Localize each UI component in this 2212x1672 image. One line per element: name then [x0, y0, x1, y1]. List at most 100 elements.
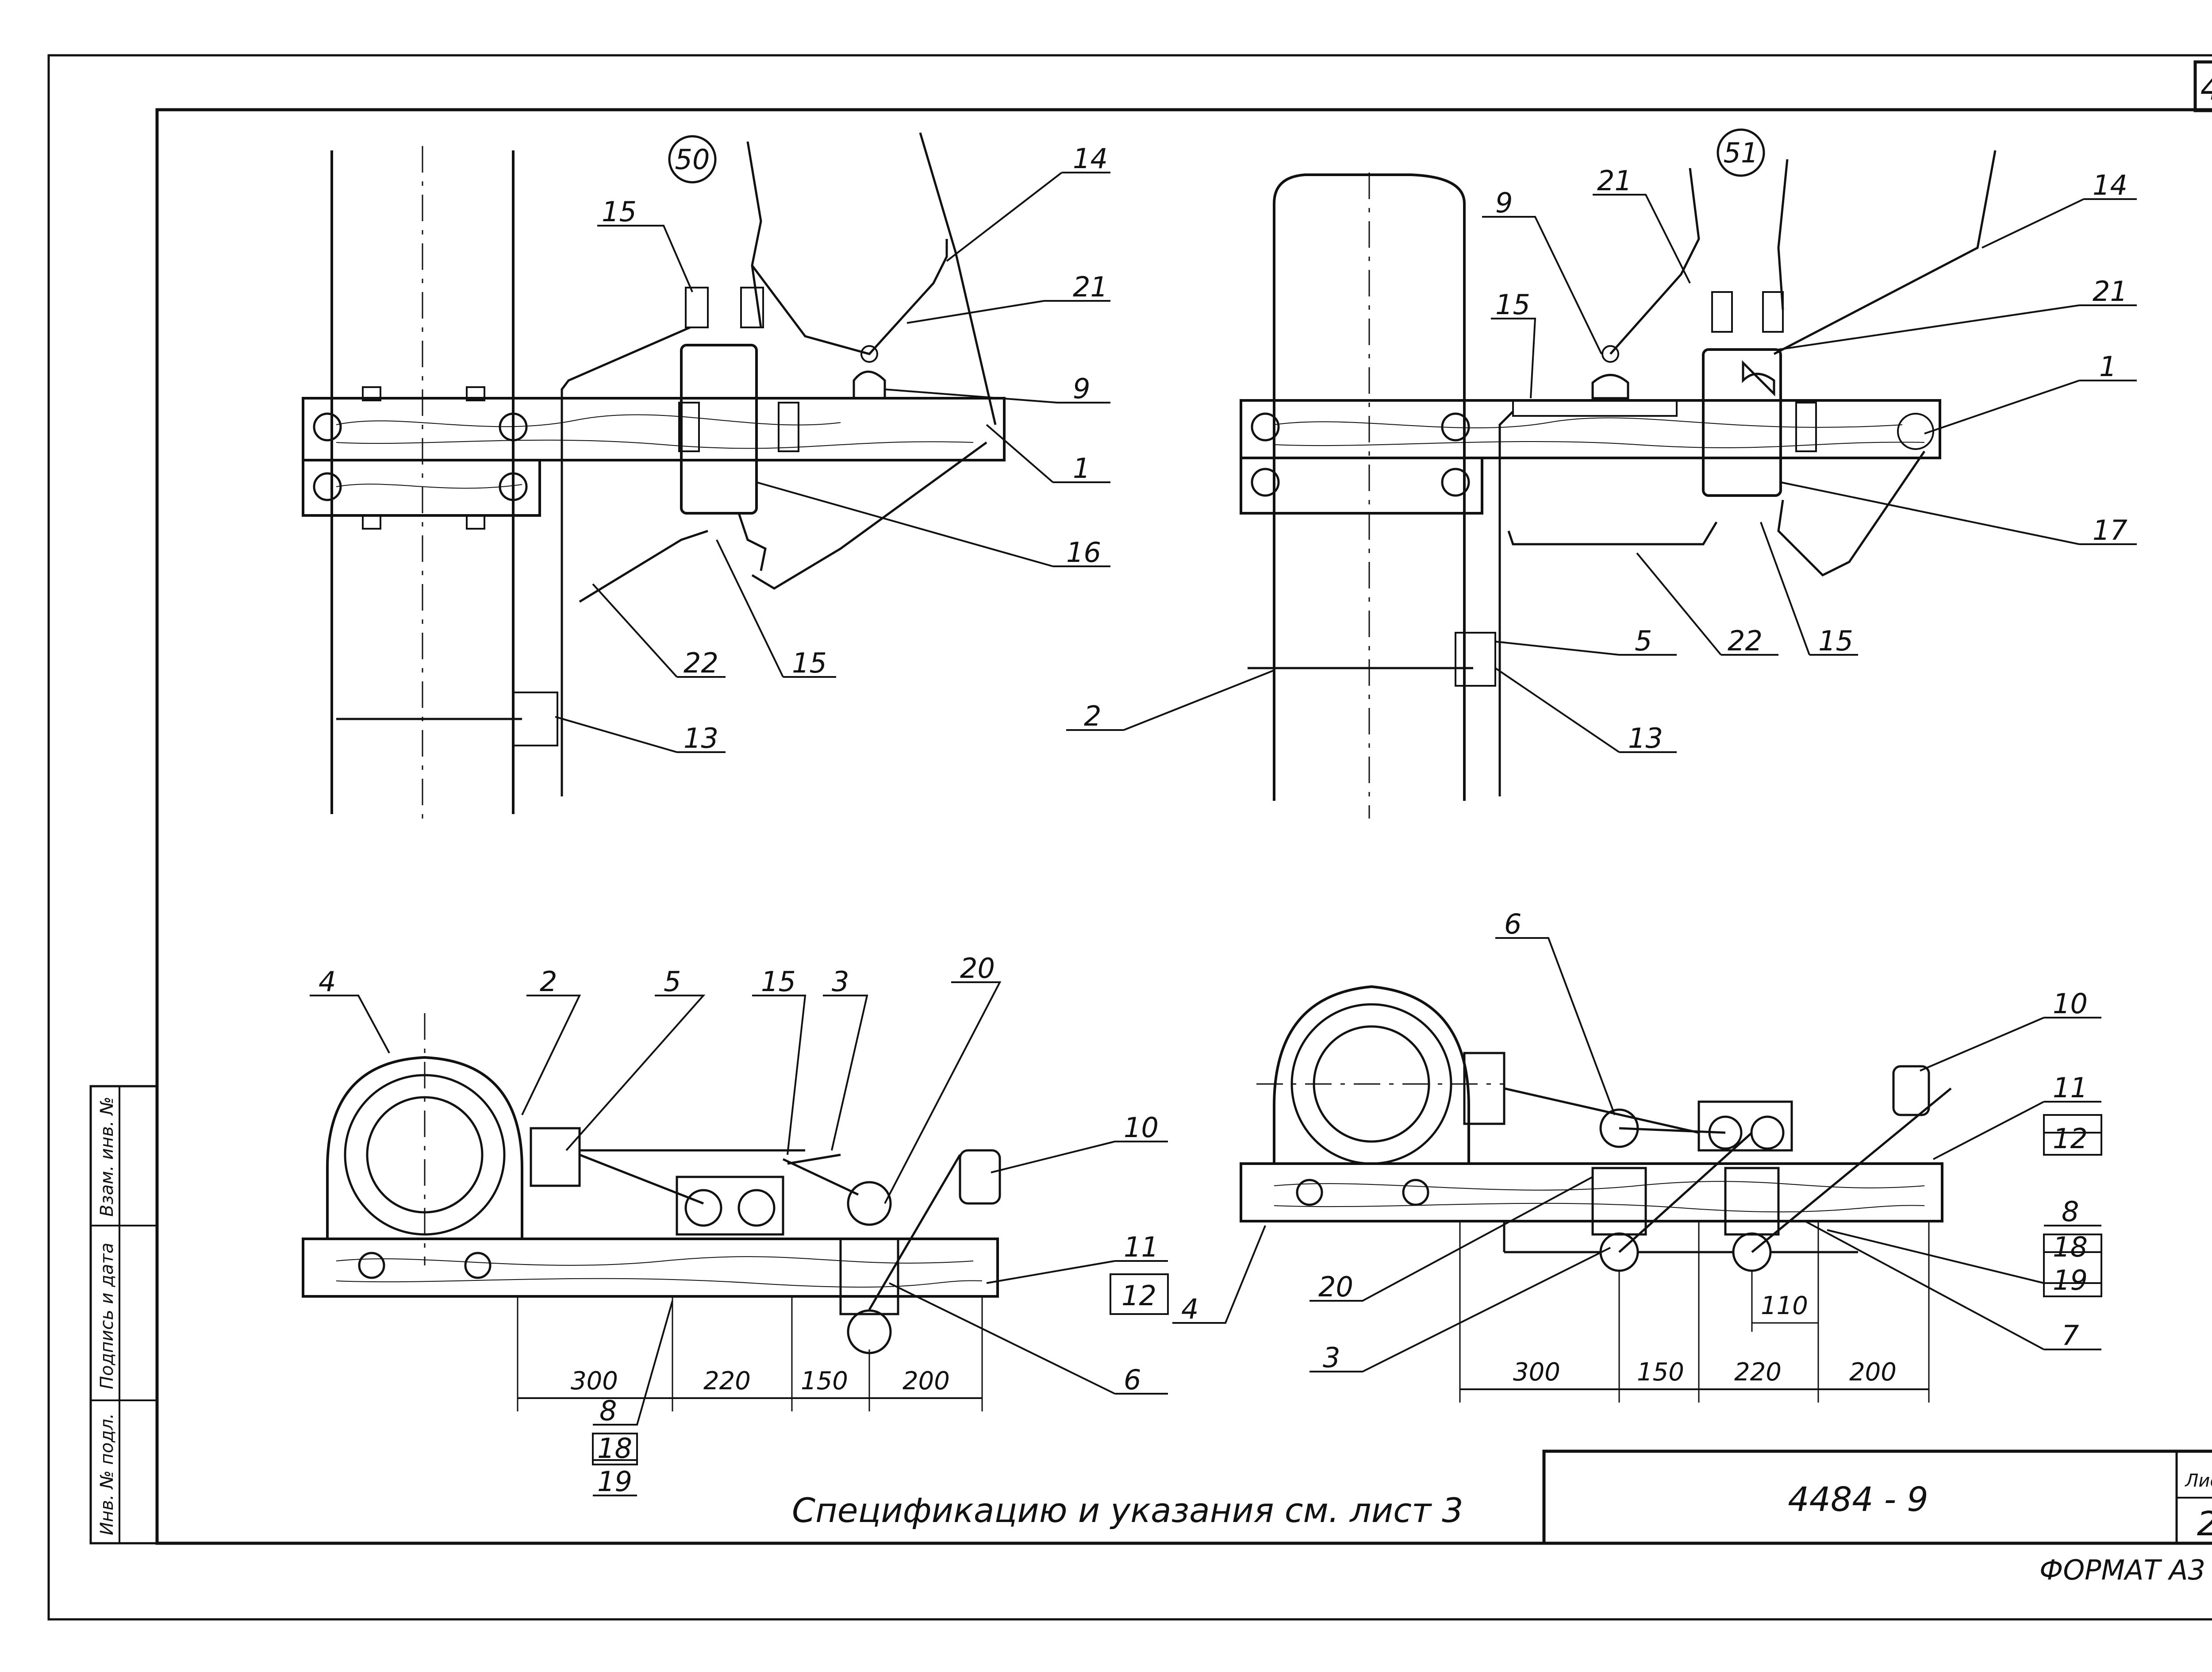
view-bottom-left: 300 220 150 200 4 2 5 15 3 20 10 11 12 6…: [302, 952, 1169, 1498]
bracket-br-5: [1463, 1052, 1505, 1125]
callout-br-12: 12: [2053, 1122, 2088, 1155]
inner-frame: [155, 108, 2212, 1545]
side-stamp-strip: Инв. № подл. Подпись и дата Взам. инв. №: [89, 1085, 158, 1545]
callouts-top-right: 9 21 15 14 21 1 17 5 22 15 2 13: [1066, 165, 2137, 754]
dim-bl-220: 220: [703, 1367, 751, 1395]
crossarm-wood-right: [1240, 399, 1941, 515]
bottom-note: Спецификацию и указания см. лист 3: [792, 1491, 1463, 1530]
view-51-circle: [1717, 128, 1765, 177]
callout-br-6: 6: [1504, 908, 1521, 940]
stamp-podpis-data: Подпись и дата: [97, 1243, 117, 1389]
title-block: 4484 - 9 Лист 2: [1542, 1449, 2212, 1545]
callout-tr-21b: 21: [2093, 275, 2128, 307]
bracket-bl-5: [530, 1127, 581, 1187]
callout-tl-9: 9: [1073, 373, 1090, 405]
callout-tl-13: 13: [684, 722, 718, 754]
crossarm-br-grain: [1274, 1181, 1925, 1213]
callout-tr-21a: 21: [1597, 165, 1632, 197]
view-top-left: 50 15 14 21 9 1 16 22 15 13: [302, 132, 1110, 823]
callout-tl-21: 21: [1073, 271, 1108, 303]
callout-tl-15a: 15: [602, 196, 637, 228]
callouts-bottom-right: 6 10 11 12 8 18 19 4 20 3 7: [1172, 908, 2102, 1374]
fuse-bl-1: [684, 1189, 722, 1227]
sheet-label: Лист: [2184, 1471, 2212, 1491]
callout-bl-3: 3: [832, 965, 849, 998]
crossarm-wood-left: [302, 386, 1006, 530]
callout-tl-1: 1: [1073, 452, 1090, 484]
callout-br-20: 20: [1318, 1271, 1353, 1303]
crossarm-bl: [302, 1238, 999, 1298]
callout-tr-1: 1: [2099, 350, 2116, 383]
dim-br-220: 220: [1734, 1358, 1782, 1387]
box-br: [1697, 1100, 1793, 1152]
callouts-bottom-left: 4 2 5 15 3 20 10 11 12 6 8 18 19: [310, 952, 1169, 1498]
bolt-bl-2: [464, 1252, 492, 1279]
format-note: ФОРМАТ А3: [2039, 1554, 2205, 1586]
bolt-br-2: [1402, 1179, 1429, 1206]
pole-section-right: [1256, 985, 1504, 1165]
view-51-label: 51: [1724, 137, 1759, 169]
rods-br: [1503, 1087, 1952, 1253]
callout-tr-15a: 15: [1495, 288, 1530, 321]
dim-bl-300: 300: [571, 1367, 618, 1395]
dim-br-300: 300: [1513, 1358, 1560, 1387]
dim-br-150: 150: [1637, 1358, 1684, 1387]
callout-tl-14: 14: [1073, 142, 1108, 175]
dim-br-110: 110: [1761, 1291, 1808, 1320]
callout-tr-9: 9: [1495, 187, 1513, 219]
stamp-inv-podl: Инв. № подл.: [97, 1413, 117, 1535]
callout-br-11: 11: [2053, 1072, 2088, 1104]
view-bottom-right: 300 150 220 200 110 6 10 11 12 8 18 19 4…: [1172, 908, 2102, 1403]
bolt-br-1: [1296, 1179, 1323, 1206]
callout-br-8: 8: [2062, 1195, 2079, 1228]
insulator-bl-10: [959, 1149, 1001, 1205]
plate-br-1: [1591, 1167, 1647, 1236]
callout-bl-18: 18: [597, 1432, 632, 1464]
view-top-right: 51 9 21 15 14 21 1 17 5 22 15 2 13: [1066, 128, 2137, 819]
fuse-br-2: [1750, 1115, 1785, 1150]
callout-br-18: 18: [2053, 1231, 2088, 1263]
rods-bl: [579, 1149, 961, 1311]
callout-bl-2: 2: [540, 965, 557, 998]
callout-br-10: 10: [2053, 988, 2088, 1020]
crossarm-bl-grain: [336, 1256, 983, 1288]
outer-frame: [47, 54, 2212, 1621]
callout-bl-19: 19: [597, 1465, 632, 1498]
callout-br-19: 19: [2053, 1264, 2088, 1296]
callout-tr-22: 22: [1728, 625, 1763, 657]
pulley-bl-lower: [847, 1309, 892, 1354]
pole-right: [1248, 173, 1473, 819]
callout-tr-17: 17: [2093, 514, 2128, 546]
callout-tl-16: 16: [1066, 536, 1101, 569]
dim-br-200: 200: [1849, 1358, 1897, 1387]
view-50-circle: [668, 135, 717, 184]
callout-bl-4: 4: [319, 965, 336, 998]
stamp-vzam-inv: Взам. инв. №: [97, 1096, 117, 1217]
callout-bl-12: 12: [1121, 1280, 1156, 1312]
dim-bl-150: 150: [801, 1367, 848, 1395]
wires-top-left: [561, 132, 997, 796]
callout-br-7: 7: [2062, 1319, 2079, 1352]
callout-tr-5: 5: [1635, 625, 1652, 657]
callout-bl-15: 15: [761, 965, 796, 998]
clamp-13-left: [512, 692, 558, 746]
plate-bl: [839, 1238, 899, 1315]
callout-bl-20: 20: [960, 952, 995, 984]
dim-bl-200: 200: [902, 1367, 950, 1395]
callout-bl-5: 5: [664, 965, 681, 998]
callout-bl-11: 11: [1124, 1231, 1159, 1263]
callout-tr-13: 13: [1628, 722, 1663, 754]
sheet-number: 2: [2197, 1504, 2212, 1543]
callout-tr-15b: 15: [1818, 625, 1853, 657]
plate-br-2: [1724, 1167, 1780, 1236]
callouts-top-left: 15 14 21 9 1 16 22 15 13: [555, 142, 1110, 754]
callout-tr-2: 2: [1084, 700, 1101, 732]
bolt-bl-1: [358, 1252, 385, 1279]
insulator-left: [853, 345, 886, 400]
insulator-br-10: [1892, 1065, 1930, 1116]
callout-bl-6: 6: [1124, 1364, 1141, 1396]
document-code: 4484 - 9: [1788, 1480, 1928, 1519]
arrester-right: [1702, 291, 1817, 497]
clamp-13-right: [1455, 632, 1496, 687]
